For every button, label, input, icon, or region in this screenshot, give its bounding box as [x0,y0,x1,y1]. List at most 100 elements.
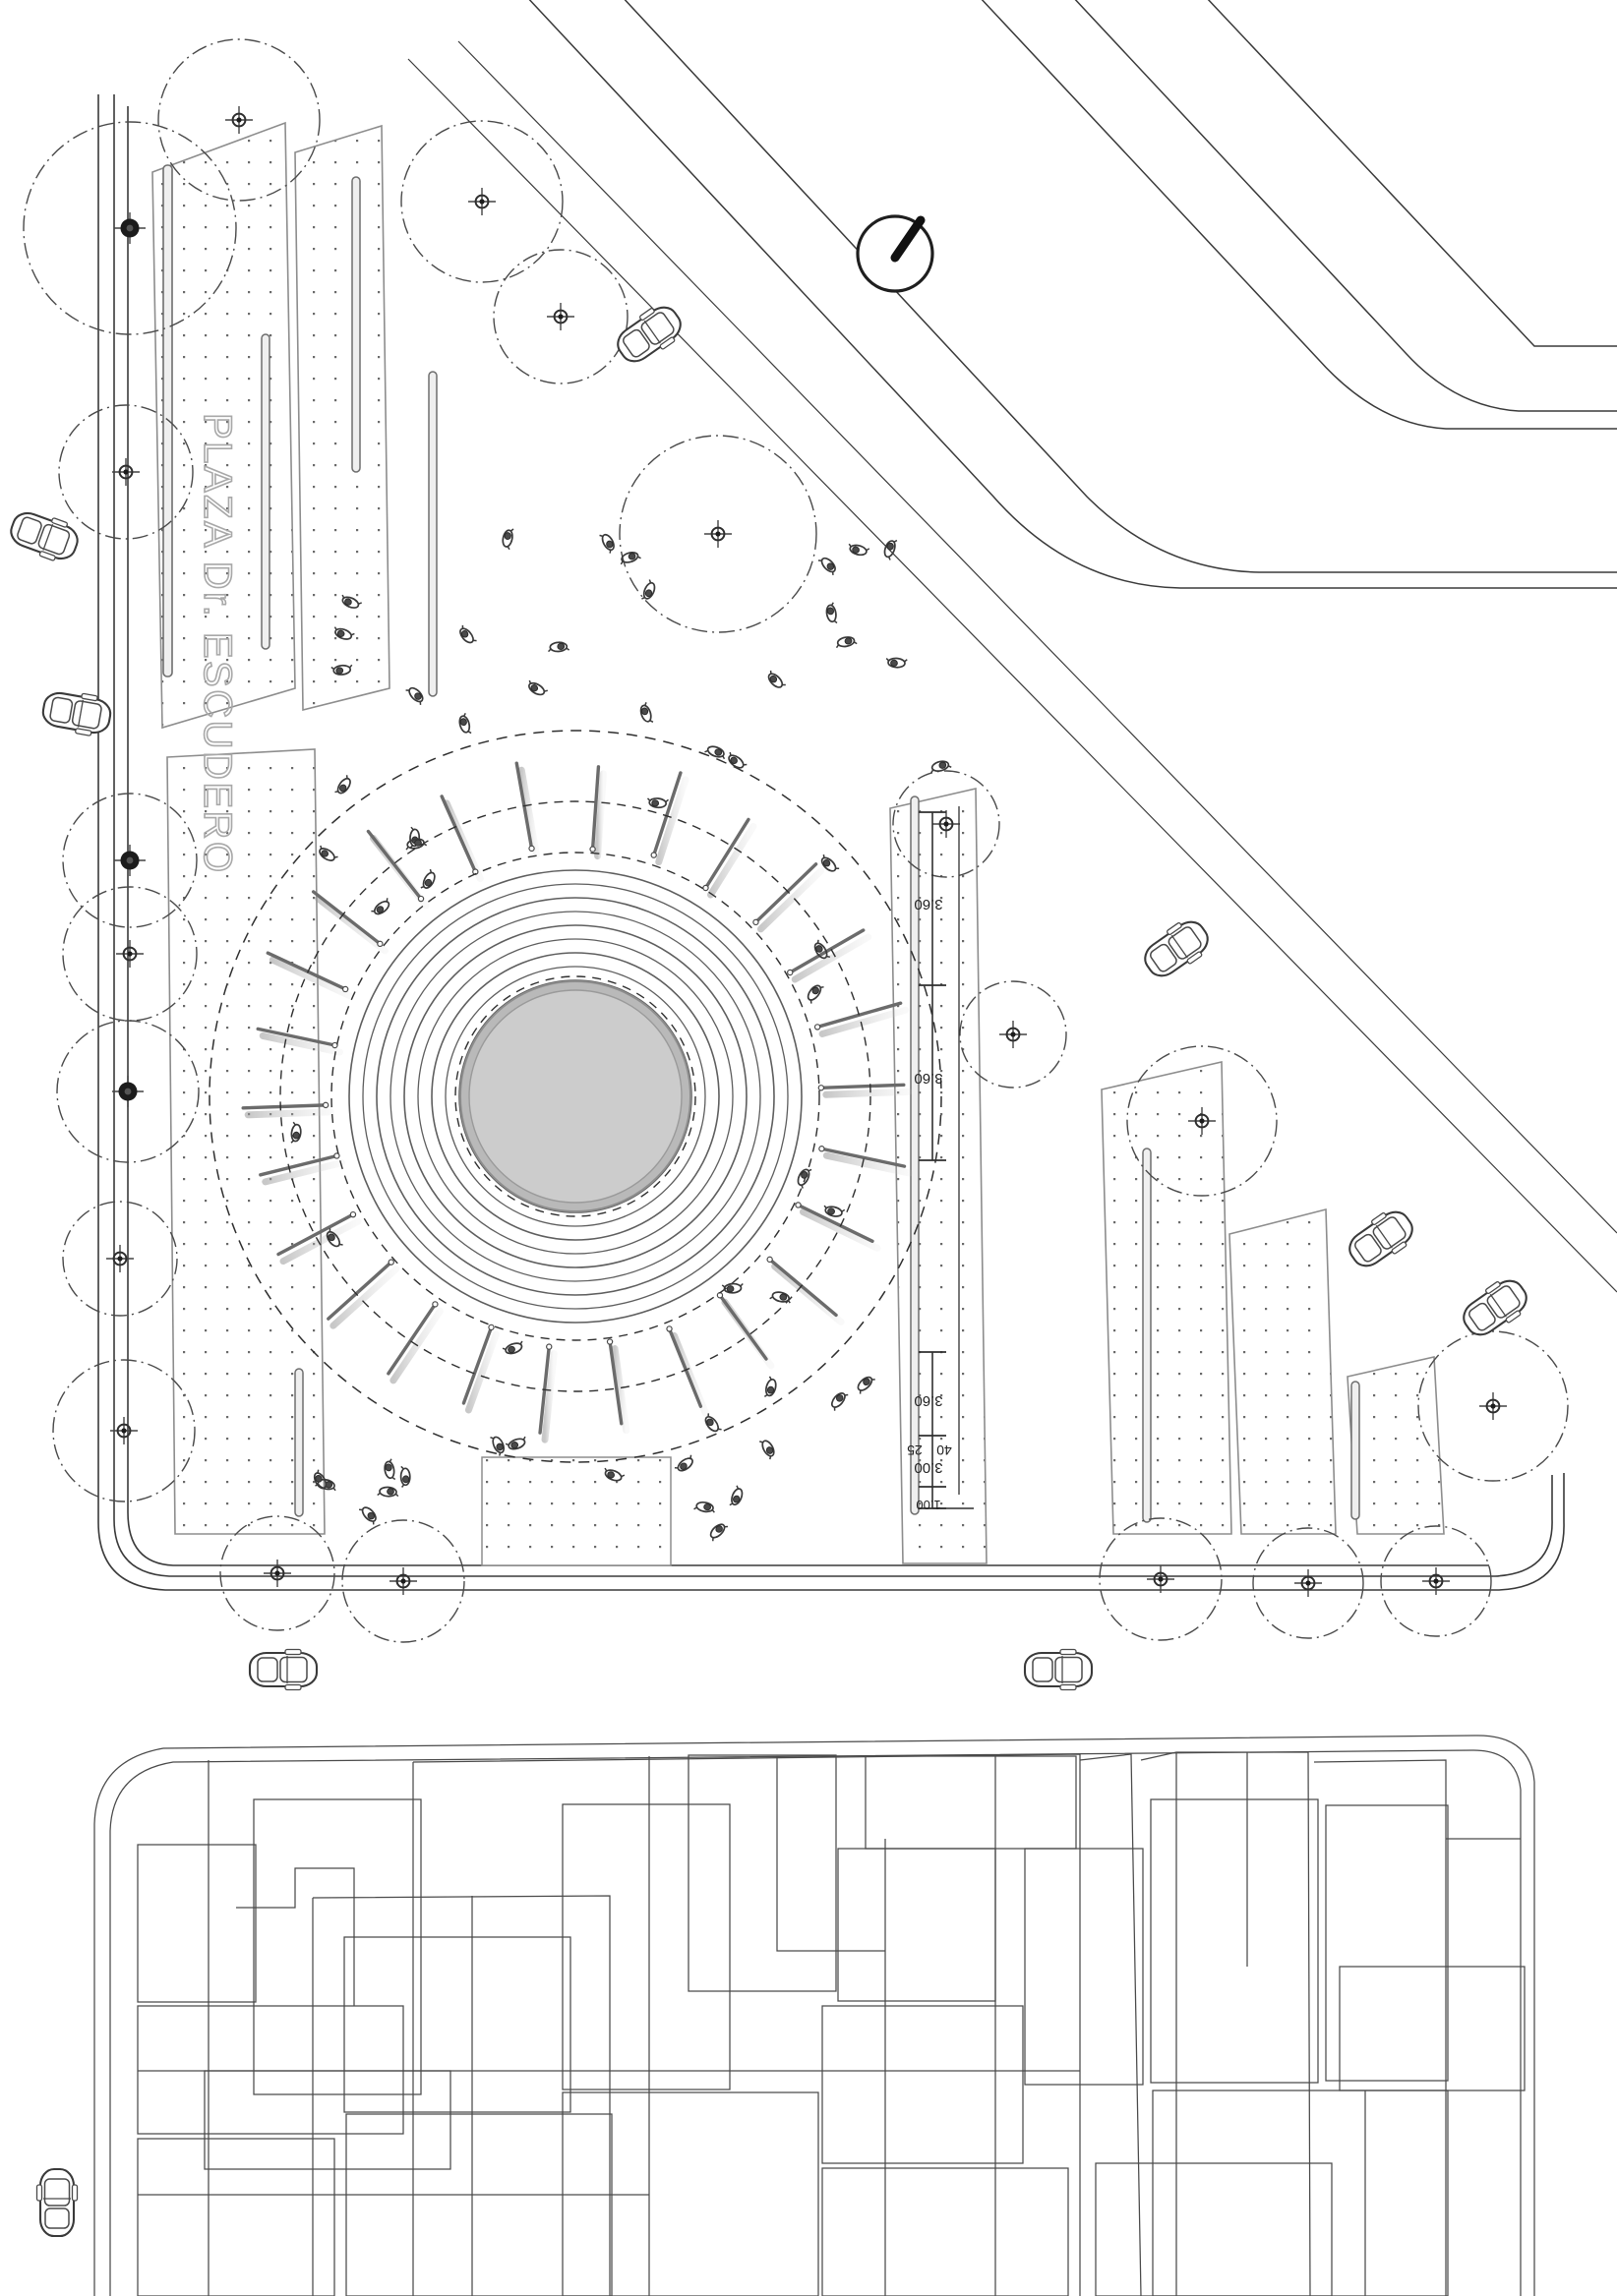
tree-canopy-icon [493,249,629,384]
paving-strips-group [151,121,1445,1566]
radial-bench [652,771,683,857]
amphitheatre-ring [362,883,789,1310]
radial-bench [241,1103,328,1110]
bench-shadow [244,1108,334,1119]
radial-bench [718,1293,768,1361]
bench-end-node [388,1259,394,1266]
tree-canopy-icon [23,121,237,335]
bench-end-node [377,940,384,948]
radial-bench [703,817,750,890]
tree-canopy-icon [1417,1330,1569,1482]
amphitheatre-ring [431,952,720,1241]
dim-lower-2: 3.00 [914,1459,942,1476]
amphitheatre-ring [417,938,734,1255]
bench-end-node [341,985,349,993]
paving-strip [1101,1061,1232,1535]
linear-site-elements [162,164,1360,1523]
radial-bench [819,1147,907,1168]
dim-lower-3: 1.00 [916,1498,940,1512]
avenue-lines [407,0,1617,1293]
dim-mid-2: 25 [907,1442,923,1458]
bench-end-node [795,1202,802,1208]
tree-canopy-icon [157,38,321,202]
amphitheatre-dashed-ring [330,852,820,1341]
lower-block-plan [93,1735,1535,2296]
bench-end-node [528,845,535,853]
bench-end-node [606,1338,614,1345]
radial-bench [767,1258,838,1318]
radial-bench [590,765,601,852]
bench-end-node [666,1325,673,1332]
paving-strip [151,121,296,730]
radial-bench [608,1339,624,1426]
dim-lower-1: 3.60 [914,1392,942,1409]
paving-strip [294,124,390,712]
north-arrow-icon [856,214,934,293]
bench-shadow [756,867,825,933]
bench-shadow [791,933,872,983]
bench-shadow [799,1207,881,1252]
bench-shadow [269,956,354,1000]
tree-canopy-icon [58,404,194,540]
bench-end-node [546,1343,553,1350]
bench-end-node [322,1101,329,1109]
bench-end-node [817,1085,825,1091]
radial-bench [266,951,347,991]
bench-shadow [315,895,389,955]
amphitheatre-ring [376,897,775,1296]
bench-shadow [822,1088,913,1098]
tree-canopy-icon [62,793,198,928]
bench-end-node [650,852,657,858]
dimension-chain-upper [919,806,960,1495]
bench-shadow [279,1217,362,1266]
bench-shadow [822,1151,914,1177]
bench-shadow [671,1331,709,1417]
amphitheatre-ring [445,966,706,1227]
bench-end-node [333,1152,340,1159]
plaza-name-label: PLAZA Dr. ESCUDERO [196,413,239,875]
tree-canopy-icon [62,1201,178,1317]
amphitheatre-outer-boundary [209,730,942,1463]
amphitheatre-ring [403,924,748,1268]
amphitheatre-stage [468,989,683,1204]
paving-strip [481,1456,672,1566]
tree-canopy-icon [619,435,817,633]
dimension-labels: 3.60 3.60 40 25 3.60 3.00 1.00 [907,896,952,1512]
plaza-boundary [97,94,1565,1591]
tree-canopy-icon [1380,1525,1492,1637]
radial-bench [461,1325,494,1405]
amphitheatre [209,730,942,1463]
bench-shadow [259,1031,343,1056]
bench-end-node [813,1024,821,1030]
bench-end-node [488,1324,495,1331]
tree-canopy-icon [1126,1045,1278,1197]
bench-end-node [589,846,596,853]
dim-upper-1: 3.60 [914,896,942,913]
bench-end-node [432,1301,439,1308]
radial-bench [387,1302,438,1376]
radial-bench [366,829,423,901]
bench-shadow [818,1006,910,1037]
bench-shadow [706,822,757,899]
bench-end-node [818,1146,825,1152]
bench-shadow [443,799,484,883]
tree-canopy-icon [56,1020,200,1163]
amphitheatre-ring [348,869,803,1324]
tree-canopy-icon [400,120,564,283]
bench-end-node [349,1210,357,1218]
bench-shadow [771,1263,845,1325]
tree-canopy-icon [52,1359,196,1502]
tree-canopy-icon [1252,1527,1364,1639]
bench-end-node [752,918,759,926]
amphitheatre-ring [389,911,761,1282]
trees-group [23,38,1569,1643]
radial-bench [796,1203,874,1243]
tree-canopy-icon [341,1519,465,1643]
paving-strip [1228,1207,1337,1535]
vehicle-icon [35,2167,79,2238]
amphitheatre-dashed-ring [279,800,871,1392]
bench-end-node [702,884,709,892]
bench-shadow [655,776,689,866]
radial-bench [440,795,478,874]
radial-bench [753,862,818,924]
